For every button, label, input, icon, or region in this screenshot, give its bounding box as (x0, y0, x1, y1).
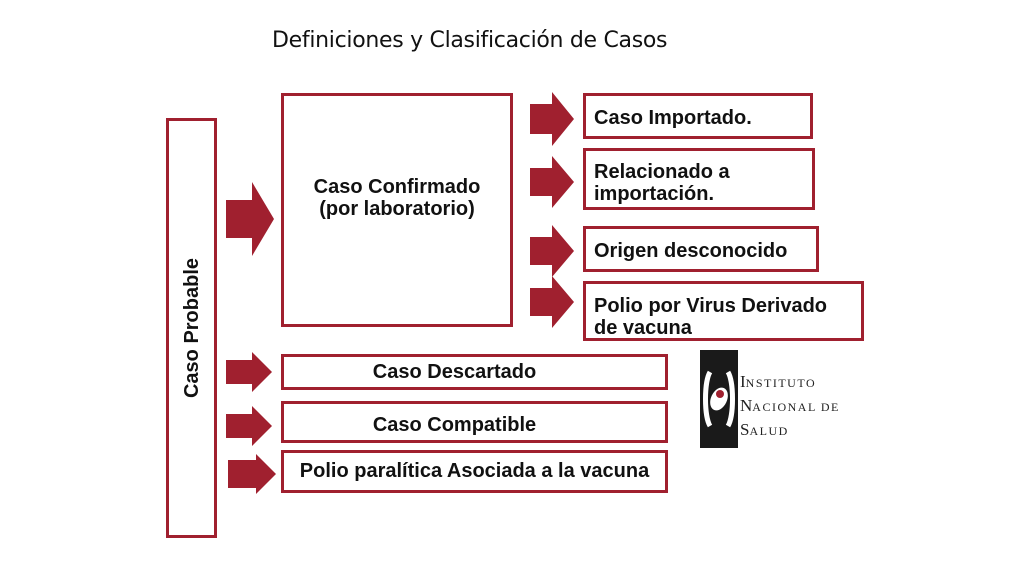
origen-desconocido-box: Origen desconocido (583, 226, 819, 272)
logo-text-line1: INSTITUTO (740, 372, 817, 391)
arrow-to-relacionado (530, 156, 574, 208)
relacionado-label: Relacionado a importación. (594, 161, 730, 205)
ins-logo-icon (700, 350, 738, 448)
arrow-to-confirmado (226, 182, 274, 256)
origen-desconocido-label: Origen desconocido (594, 240, 788, 262)
arrow-to-descartado (226, 352, 272, 392)
caso-probable-box: Caso Probable (166, 118, 217, 538)
arrow-to-origen (530, 225, 574, 277)
logo-text-line2: NACIONAL DE (740, 396, 840, 415)
polio-virus-box: Polio por Virus Derivado de vacuna (583, 281, 864, 341)
arrow-to-paralitica (228, 454, 276, 494)
diagram-title: Definiciones y Clasificación de Casos (272, 28, 668, 53)
arrow-to-importado (530, 92, 574, 146)
relacionado-box: Relacionado a importación. (583, 148, 815, 210)
caso-compatible-label: Caso Compatible (372, 414, 537, 436)
polio-paralitica-box: Polio paralítica Asociada a la vacuna (281, 450, 668, 493)
caso-importado-box: Caso Importado. (583, 93, 813, 139)
polio-virus-label: Polio por Virus Derivado de vacuna (594, 295, 828, 339)
caso-importado-label: Caso Importado. (594, 107, 752, 129)
arrow-to-compatible (226, 406, 272, 446)
caso-descartado-box: Caso Descartado (281, 354, 668, 390)
arrow-to-polio-virus (530, 276, 574, 328)
caso-confirmado-sublabel: (por laboratorio) (319, 198, 475, 220)
caso-descartado-label: Caso Descartado (372, 361, 537, 383)
polio-paralitica-label: Polio paralítica Asociada a la vacuna (299, 460, 650, 482)
caso-probable-label: Caso Probable (180, 257, 203, 399)
caso-confirmado-box: Caso Confirmado (por laboratorio) (281, 93, 513, 327)
caso-confirmado-label: Caso Confirmado (313, 176, 481, 198)
caso-compatible-box: Caso Compatible (281, 401, 668, 443)
logo-text-line3: SALUD (740, 420, 789, 439)
